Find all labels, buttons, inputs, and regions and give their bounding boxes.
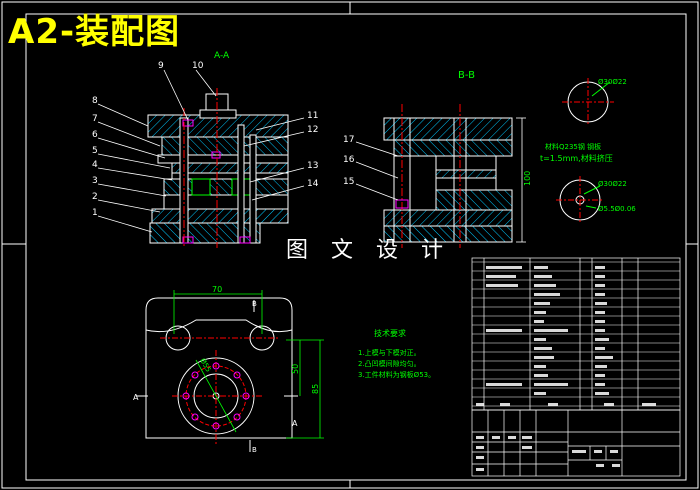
material-line2: t=1.5mm,材料挤压 [540,153,613,163]
callout-5: 5 [92,146,98,156]
callout-7: 7 [92,114,98,124]
tech-req-item-1: 1.上模与下模对正。 [358,348,421,357]
parts-table-fills [476,266,656,406]
detail-ring-bottom [556,176,604,224]
bb-height-dim: 100 [523,171,532,186]
callout-10: 10 [192,61,204,71]
section-view-bb [383,104,513,248]
callout-17: 17 [343,135,354,145]
dim-width: 70 [212,285,222,294]
watermark-text: 图 文 设 计 [286,238,451,263]
title-block [471,409,681,477]
parts-table-rows [472,261,680,407]
dim-mid: Ø30Ø22 [598,180,627,188]
inner-frame [25,13,687,481]
tech-req-item-2: 2.凸凹模间隙均匀。 [358,359,421,368]
plan-view [136,297,298,452]
dim-height1: 50 [291,364,300,374]
callout-4: 4 [92,160,98,170]
mark-b-top: B [252,300,257,308]
callout-12: 12 [307,125,318,135]
callout-9: 9 [158,61,164,71]
bb-callout-labels: 17 16 15 [343,135,355,187]
aa-callout-labels: 8 7 6 5 4 3 2 1 9 10 11 12 13 14 [92,61,319,218]
callout-1: 1 [92,208,98,218]
section-label-bb: B-B [458,70,475,81]
mark-a-right: A [292,419,298,428]
callout-14: 14 [307,179,319,189]
section-label-aa: A-A [214,51,230,61]
callout-13: 13 [307,161,318,171]
drawing-title: A2-装配图 [8,12,181,52]
callout-6: 6 [92,130,98,140]
detail-ring-top [562,78,614,126]
plan-dimensions [173,290,324,439]
dim-angle: Ø55 [198,357,212,373]
mark-a-left: A [133,393,139,402]
dim-top: Ø30Ø22 [598,78,627,86]
callout-2: 2 [92,192,98,202]
tech-req-title: 技术要求 [374,328,406,338]
title-block-fills [476,436,620,471]
callout-8: 8 [92,96,98,106]
aa-leaders [97,69,305,233]
bb-leaders [355,117,526,243]
mark-b-bottom: B [252,446,257,454]
plan-bolt-holes [182,362,250,430]
dim-bot: Ø5.5Ø0.06 [598,205,636,213]
callout-11: 11 [307,111,318,121]
callout-3: 3 [92,176,98,186]
tech-req-item-3: 3.工件材料为钢板Ø53。 [358,370,435,379]
callout-15: 15 [343,177,354,187]
material-line1: 材料Q235钢 钢板 [545,142,601,151]
callout-16: 16 [343,155,355,165]
dim-height2: 85 [311,384,320,394]
